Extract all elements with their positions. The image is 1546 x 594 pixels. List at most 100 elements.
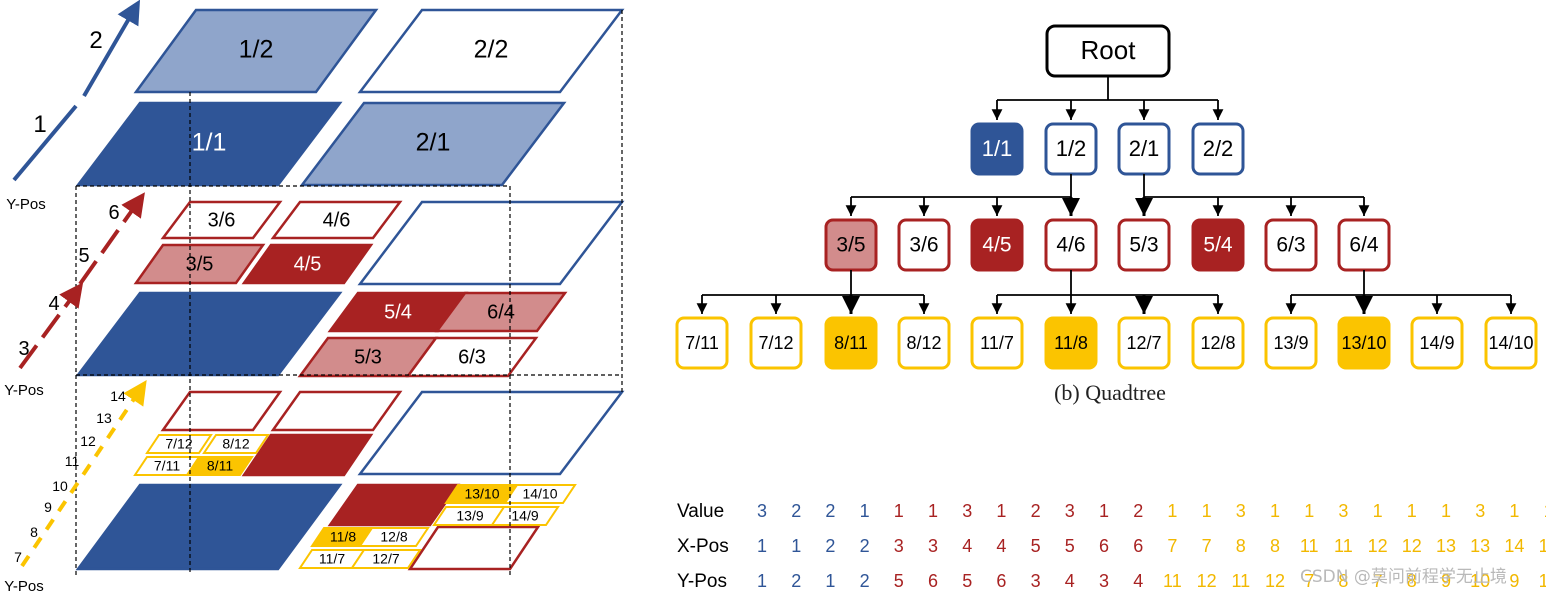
table-cell: 2 — [791, 571, 801, 591]
level3-axis-number: 10 — [52, 478, 68, 494]
table-cell: 1 — [894, 501, 904, 521]
quadtree-level3-node-label: 8/12 — [906, 333, 941, 353]
quadtree-level1-node-label: 1/2 — [1056, 136, 1087, 161]
table-cell: 5 — [962, 571, 972, 591]
quadtree-level3-node-label: 11/8 — [1054, 333, 1088, 353]
level1-cell-label: 1/2 — [239, 36, 274, 64]
table-cell: 4 — [1065, 571, 1075, 591]
quadtree-level1-node-label: 2/1 — [1129, 136, 1160, 161]
table-cell: 6 — [996, 571, 1006, 591]
table-cell: 7 — [1304, 571, 1314, 591]
quadtree-level2-node-label: 6/3 — [1276, 234, 1305, 257]
level1-y-axis-line — [12, 104, 78, 182]
table-cell: 3 — [962, 501, 972, 521]
level1-cell — [133, 8, 379, 94]
level3-cell — [202, 434, 270, 454]
table-cell: 9 — [1441, 571, 1451, 591]
quadtree-level3-node-label: 8/11 — [834, 333, 868, 353]
table-cell: 2 — [860, 571, 870, 591]
level1-cell-label: 1/1 — [192, 129, 227, 157]
level2-cell — [405, 336, 539, 378]
table-row-header: Value — [677, 501, 724, 522]
level2-cell — [241, 243, 374, 285]
root-node-label: Root — [1081, 35, 1137, 65]
table-cell: 2 — [1031, 501, 1041, 521]
quadtree-level2-node-label: 5/3 — [1129, 234, 1158, 257]
level3-cell — [186, 456, 254, 476]
quadtree-level3-node-label: 7/11 — [685, 333, 719, 353]
quadtree-level3-node — [1337, 316, 1391, 370]
level2-cell-label: 3/5 — [186, 253, 214, 275]
quadtree-level3-node — [897, 316, 951, 370]
level2-cell — [434, 291, 568, 333]
level1-cell — [75, 101, 343, 187]
table-cell: 8 — [1338, 571, 1348, 591]
level3-cell — [350, 549, 422, 569]
quadtree-level3-node-label: 11/7 — [980, 333, 1014, 353]
table-cell: 11 — [1300, 536, 1319, 556]
table-cell: 10 — [1539, 571, 1546, 591]
quadtree-level3-node — [749, 316, 803, 370]
level3-cell-label: 13/9 — [456, 508, 483, 524]
level3-empty-red-cell — [407, 525, 541, 571]
quadtree-level3-node — [675, 316, 729, 370]
level3-axis-number: 8 — [30, 524, 38, 540]
table-row-header: X-Pos — [677, 536, 729, 557]
level3-axis-number: 7 — [14, 549, 22, 565]
level2-axis-number: 3 — [18, 338, 29, 360]
table-cell: 12 — [1402, 536, 1422, 556]
quadtree-level3-node — [1264, 316, 1318, 370]
level2-cell — [270, 200, 403, 240]
table-cell: 1 — [1099, 501, 1109, 521]
table-cell: 4 — [1133, 571, 1143, 591]
quadtree-level2-node-label: 4/5 — [982, 234, 1011, 257]
table-cell: 11 — [1163, 571, 1182, 591]
quadtree-level2-node-label: 6/4 — [1349, 234, 1379, 257]
table-cell: 6 — [928, 571, 938, 591]
quadtree-level3-node-label: 14/9 — [1419, 333, 1454, 353]
table-cell: 7 — [1202, 536, 1212, 556]
table-cell: 1 — [757, 571, 767, 591]
level3-cell — [358, 527, 430, 547]
table-cell: 3 — [1475, 501, 1485, 521]
level1-cell-label: 2/2 — [474, 36, 509, 64]
table-cell: 12 — [1197, 571, 1217, 591]
table-cell: 1 — [1270, 501, 1280, 521]
table-cell: 7 — [1373, 571, 1383, 591]
level2-cell-label: 6/4 — [487, 301, 515, 323]
quadtree-level3-node-label: 13/10 — [1341, 333, 1386, 353]
level2-cell-label: 4/5 — [294, 253, 322, 275]
level3-cell-label: 12/8 — [380, 529, 407, 545]
level3-cell-label: 8/12 — [222, 436, 249, 452]
level3-cell-label: 11/7 — [319, 551, 345, 567]
level2-cell-label: 3/6 — [208, 209, 236, 231]
quadtree-level2-node-label: 4/6 — [1056, 234, 1085, 257]
quadtree-level3-node — [970, 316, 1024, 370]
quadtree-level2-node — [1264, 218, 1318, 272]
table-cell: 8 — [1236, 536, 1246, 556]
table-cell: 1 — [825, 571, 835, 591]
level1-y-axis-arrow — [82, 0, 141, 98]
table-cell: 1 — [860, 501, 870, 521]
table-cell: 5 — [1065, 536, 1075, 556]
table-row-header: Y-Pos — [677, 571, 727, 592]
table-cell: 8 — [1270, 536, 1280, 556]
table-cell: 1 — [996, 501, 1006, 521]
level3-cell-label: 11/8 — [330, 529, 356, 545]
table-cell: 13 — [1436, 536, 1456, 556]
quadtree-level1-node-label: 1/1 — [982, 136, 1013, 161]
level3-axis-number: 11 — [65, 453, 80, 469]
level1-axis-number: 1 — [33, 111, 46, 138]
table-cell: 1 — [1544, 501, 1546, 521]
table-cell: 2 — [825, 536, 835, 556]
table-cell: 1 — [1304, 501, 1314, 521]
table-cell: 9 — [1509, 571, 1519, 591]
table-cell: 1 — [1509, 501, 1519, 521]
quadtree-level2-node-label: 3/6 — [909, 234, 938, 257]
quadtree-level3-node — [824, 316, 878, 370]
level3-cell — [145, 434, 213, 454]
quadtree-level1-node — [970, 122, 1024, 176]
table-cell: 10 — [1470, 571, 1490, 591]
